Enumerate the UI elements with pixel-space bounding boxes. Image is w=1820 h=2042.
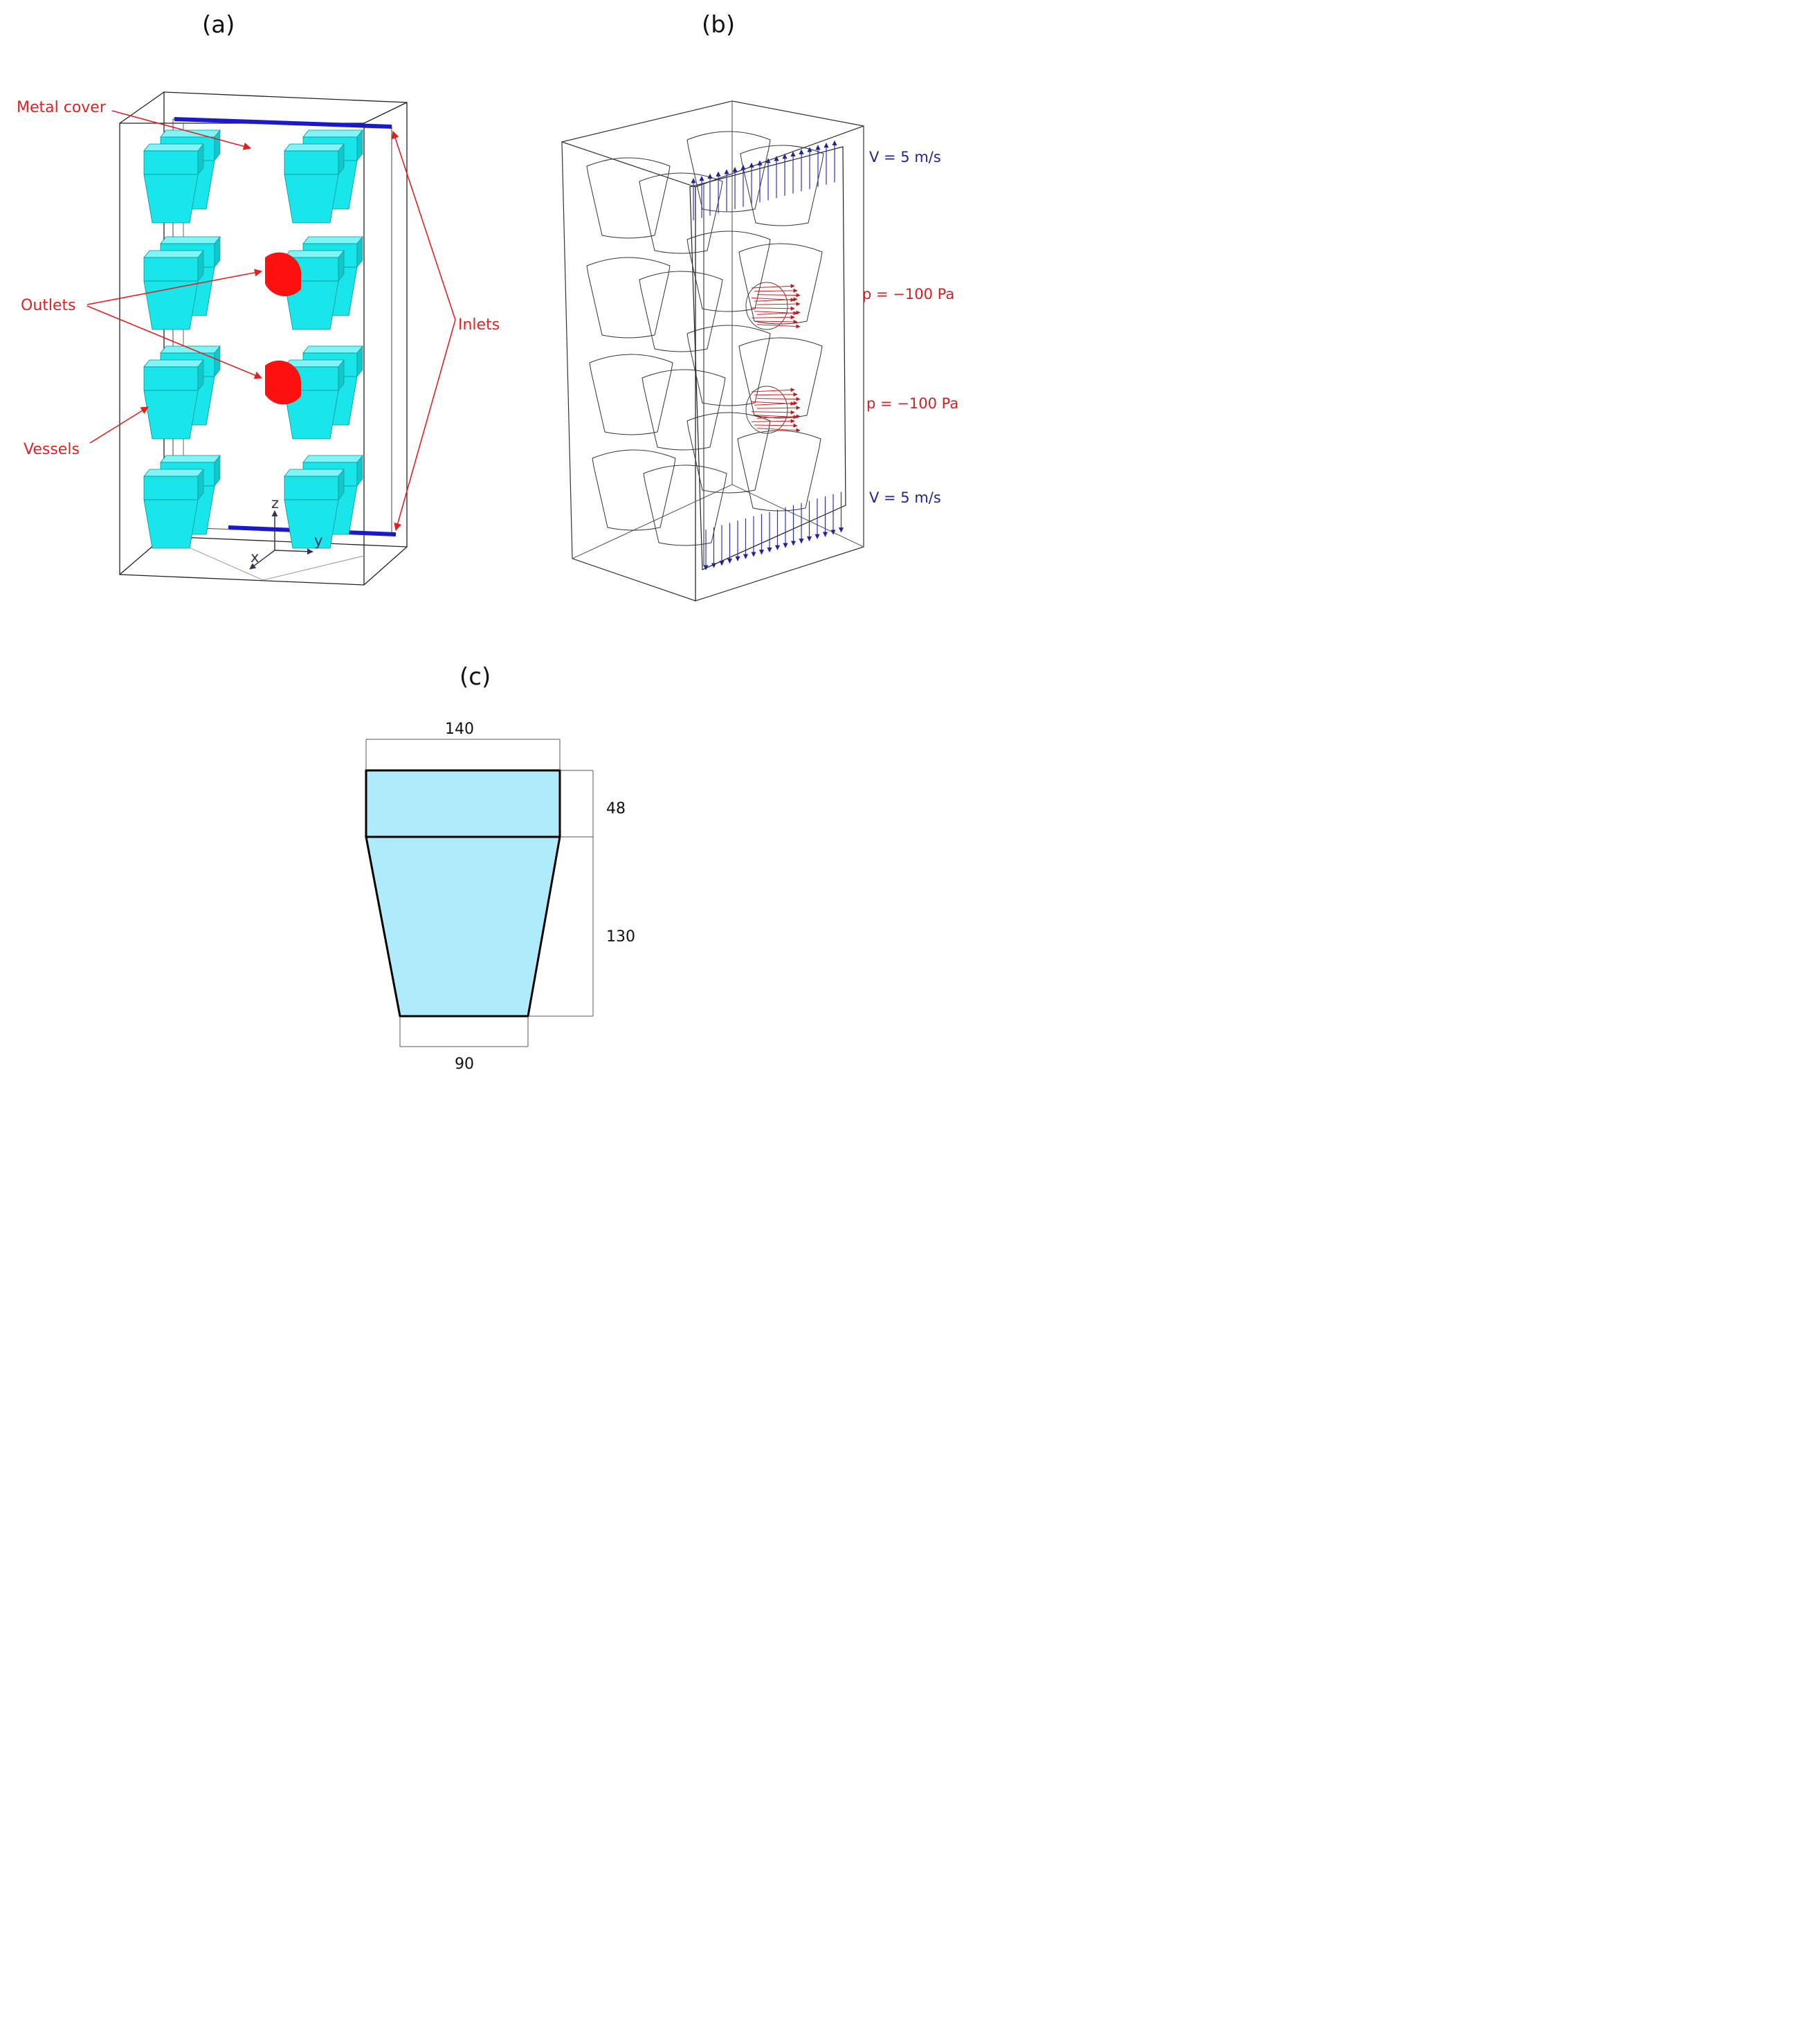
- outlet-pressure-arrows-2: [745, 386, 801, 434]
- pressure-arrow: [754, 297, 798, 302]
- vessel-outline: [737, 430, 821, 512]
- vessel-outline: [639, 172, 723, 254]
- vessel: [284, 143, 345, 224]
- pressure-arrow: [756, 302, 801, 307]
- vessel-outline: [686, 131, 771, 213]
- pressure-arrow: [754, 319, 798, 324]
- bc-outlet-pressure-1: p = −100 Pa: [862, 286, 954, 302]
- enclosure-wireframe: [561, 100, 864, 602]
- panel-c-label: (c): [459, 663, 491, 691]
- label-outlets: Outlets: [21, 297, 76, 314]
- panel-a-label: (a): [202, 11, 235, 39]
- outlet-pressure-arrows-1: [745, 282, 801, 330]
- vessel-outline: [686, 231, 771, 312]
- outlet-upper: [265, 252, 302, 296]
- bc-top-velocity: V = 5 m/s: [869, 149, 941, 165]
- outlet-circle: [745, 282, 788, 330]
- vessel-outline: [589, 354, 673, 435]
- vessel-outline: [740, 145, 824, 226]
- vessel: [284, 469, 345, 549]
- pressure-arrow: [751, 410, 795, 415]
- pressure-arrow: [751, 388, 795, 392]
- panel-c-vessel-cross-section: 140 48 130 90: [365, 721, 635, 1073]
- pressure-arrow: [756, 324, 801, 329]
- label-vessels: Vessels: [24, 441, 80, 458]
- pressure-arrow: [751, 284, 795, 289]
- pressure-arrow: [751, 306, 795, 311]
- axis-z-label: z: [271, 495, 279, 512]
- pressure-arrow: [751, 315, 795, 320]
- label-inlets: Inlets: [458, 316, 500, 334]
- inlet-velocity-arrows-bottom: [703, 491, 844, 570]
- pressure-arrow: [756, 310, 801, 315]
- figure-canvas: Metal cover Outlets Inlets Vessels z y x: [17, 91, 958, 1073]
- vessel-cap-section: [365, 769, 561, 838]
- vessel: [143, 143, 204, 224]
- panel-b-label: (b): [702, 11, 736, 39]
- vessel-outline: [738, 243, 823, 325]
- bc-outlet-pressure-2: p = −100 Pa: [866, 395, 958, 412]
- vessel-outline: [592, 449, 676, 531]
- vessel-outline: [686, 325, 771, 406]
- axis-y-label: y: [314, 532, 322, 549]
- coordinate-axes: [249, 510, 313, 570]
- vessel-outline: [639, 271, 723, 352]
- annotation-arrows: [87, 110, 456, 532]
- vessel-body-section: [365, 835, 561, 1018]
- inlet-velocity-arrows-top: [691, 140, 837, 220]
- vessel-outline: [738, 337, 823, 419]
- vessel: [143, 250, 204, 330]
- dimension-lines: [365, 739, 594, 1047]
- vessel-outline: [586, 157, 671, 239]
- pressure-arrow: [756, 293, 801, 298]
- outlet-lower: [265, 360, 302, 405]
- outlet-circle: [745, 386, 788, 434]
- panel-a-3d-model: Metal cover Outlets Inlets Vessels z y x: [17, 91, 500, 586]
- dim-cap-height: 48: [606, 800, 626, 817]
- bc-bottom-velocity: V = 5 m/s: [869, 489, 941, 506]
- vessel: [143, 469, 204, 549]
- vessel-wireframe-group: [586, 131, 824, 546]
- vessel-group: [143, 129, 363, 549]
- dim-top-width: 140: [445, 721, 474, 738]
- axis-x-label: x: [251, 549, 259, 566]
- vessel-outline: [643, 464, 727, 546]
- pressure-arrow: [756, 414, 801, 419]
- pressure-arrow: [754, 401, 798, 406]
- pressure-arrow: [754, 423, 798, 428]
- dim-body-height: 130: [606, 928, 635, 946]
- pressure-arrow: [756, 428, 801, 433]
- top-inlet-bar: [174, 117, 392, 129]
- label-metal-cover: Metal cover: [17, 99, 107, 116]
- dim-bottom-width: 90: [455, 1056, 474, 1073]
- vessel: [143, 359, 204, 440]
- vessel-outline: [586, 257, 671, 338]
- panel-b-boundary-conditions: V = 5 m/s p = −100 Pa p = −100 Pa V = 5 …: [561, 100, 958, 602]
- pressure-arrow: [751, 419, 795, 424]
- vessel-outline: [641, 369, 726, 451]
